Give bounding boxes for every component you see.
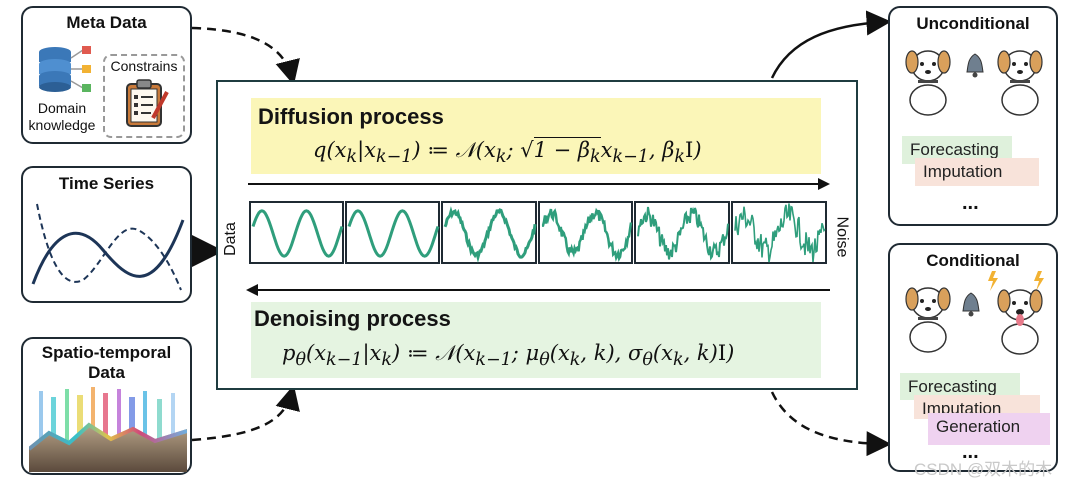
dog-icon xyxy=(994,281,1046,357)
wave-line xyxy=(542,209,631,258)
spatio-title: Spatio-temporal Data xyxy=(23,343,190,383)
generation-tag: Generation xyxy=(928,413,1050,445)
spatio-temporal-box: Spatio-temporal Data xyxy=(21,337,192,475)
conditional-box: Conditional Forecasting Imputation Gener… xyxy=(888,243,1058,472)
constrains-label: Constrains xyxy=(105,58,183,74)
time-series-plot xyxy=(23,200,191,300)
wave-line xyxy=(735,203,825,262)
main-to-conditional-arrow xyxy=(772,392,884,444)
wave-panel-2 xyxy=(345,201,440,264)
unconditional-box: Unconditional Forecasting Imputation ... xyxy=(888,6,1058,226)
wave-panel-1 xyxy=(249,201,344,264)
denoising-equation: pθ(xk−1|xk) ≔ 𝒩(xk−1; μθ(xk, k), σθ(xk, … xyxy=(282,341,734,370)
meta-data-title: Meta Data xyxy=(23,13,190,33)
denoising-title: Denoising process xyxy=(254,306,451,332)
dog-icon xyxy=(994,42,1046,116)
database-icon xyxy=(35,44,95,102)
wave-plot-1 xyxy=(251,203,346,266)
conditional-title: Conditional xyxy=(890,251,1056,271)
wave-panel-6 xyxy=(731,201,827,264)
domain-label-line1: Domain xyxy=(27,100,97,117)
meta-to-main-arrow xyxy=(192,28,292,78)
wave-line xyxy=(638,207,728,259)
time-series-title: Time Series xyxy=(23,174,190,194)
bell-icon xyxy=(964,52,986,78)
more-ellipsis: ... xyxy=(962,192,979,215)
wave-plot-5 xyxy=(636,203,732,266)
watermark: CSDN @双木的木 xyxy=(914,455,1052,480)
wave-plot-3 xyxy=(443,203,539,266)
noise-label: Noise xyxy=(832,217,850,258)
clipboard-icon xyxy=(123,78,169,130)
domain-label-line2: knowledge xyxy=(27,117,97,134)
forward-arrow xyxy=(246,176,846,192)
wave-plot-2 xyxy=(347,203,442,266)
constrains-panel: Constrains xyxy=(103,54,185,138)
data-label: Data xyxy=(222,222,240,256)
bell-icon xyxy=(960,291,982,317)
diffusion-title: Diffusion process xyxy=(258,104,444,130)
spatio-to-main-arrow xyxy=(192,392,292,440)
wave-plot-6 xyxy=(733,203,829,266)
wave-line xyxy=(445,210,535,257)
wave-panel-3 xyxy=(441,201,537,264)
wave-panel-4 xyxy=(538,201,633,264)
wave-plot-4 xyxy=(540,203,635,266)
main-to-unconditional-arrow xyxy=(772,22,884,78)
wave-panel-5 xyxy=(634,201,730,264)
wave-line xyxy=(349,211,438,256)
unconditional-title: Unconditional xyxy=(890,14,1056,34)
domain-knowledge-label: Domain knowledge xyxy=(27,100,97,134)
spatio-title-line2: Data xyxy=(23,363,190,383)
meta-data-box: Meta Data Domain knowledge Constrains xyxy=(21,6,192,144)
wave-line xyxy=(253,211,342,256)
dog-icon xyxy=(902,42,954,116)
dog-icon xyxy=(902,279,954,353)
terrain-image xyxy=(29,387,187,472)
diffusion-equation: q(xk|xk−1) ≔ 𝒩(xk; √1 − βkxk−1, βkI) xyxy=(313,138,702,167)
time-series-box: Time Series xyxy=(21,166,192,303)
spatio-title-line1: Spatio-temporal xyxy=(23,343,190,363)
backward-arrow xyxy=(244,282,844,298)
imputation-tag: Imputation xyxy=(915,158,1039,186)
